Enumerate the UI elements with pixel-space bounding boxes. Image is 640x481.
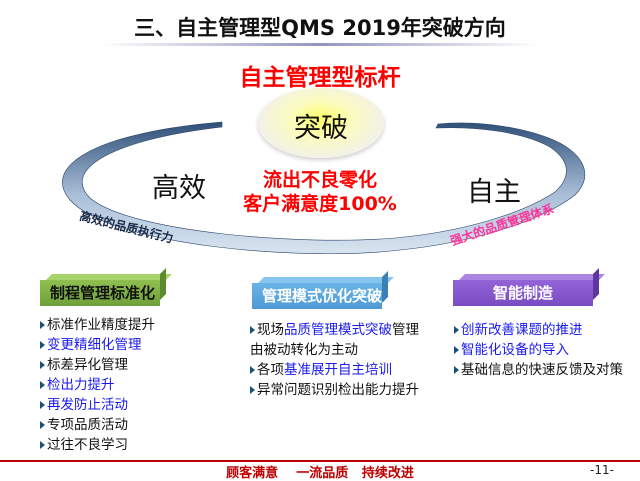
list-item: 基础信息的快速反馈及对策 bbox=[454, 360, 624, 380]
ring-left-arc bbox=[62, 121, 586, 255]
column-header-smart-manufacturing: 智能制造 bbox=[453, 280, 593, 306]
bullet-triangle-icon bbox=[40, 321, 45, 329]
breakthrough-label: 突破 bbox=[294, 113, 348, 144]
column-header-process-standardization: 制程管理标准化 bbox=[40, 280, 160, 306]
bullet-triangle-icon bbox=[40, 361, 45, 369]
list-item: 创新改善课题的推进 bbox=[454, 320, 624, 340]
list-item: 各项基准展开自主培训 bbox=[250, 360, 430, 380]
management-mode-list: 现场品质管理模式突破管理由被动转化为主动 各项基准展开自主培训 异常问题识别检出… bbox=[250, 320, 430, 400]
list-item: 异常问题识别检出能力提升 bbox=[250, 380, 430, 400]
list-item: 标准作业精度提升 bbox=[40, 315, 220, 335]
list-item: 检出力提升 bbox=[40, 375, 220, 395]
bullet-triangle-icon bbox=[40, 341, 45, 349]
bullet-triangle-icon bbox=[454, 346, 459, 354]
footer-divider bbox=[0, 460, 640, 462]
list-item: 专项品质活动 bbox=[40, 415, 220, 435]
goal-zero-defect: 流出不良零化 bbox=[262, 169, 377, 191]
bullet-triangle-icon bbox=[250, 386, 255, 394]
list-item: 标差异化管理 bbox=[40, 355, 220, 375]
bullet-triangle-icon bbox=[40, 421, 45, 429]
title-underline bbox=[100, 43, 540, 46]
list-item: 过往不良学习 bbox=[40, 435, 220, 455]
smart-manufacturing-list: 创新改善课题的推进 智能化设备的导入 基础信息的快速反馈及对策 bbox=[454, 320, 624, 380]
list-item: 再发防止活动 bbox=[40, 395, 220, 415]
process-standardization-list: 标准作业精度提升 变更精细化管理 标差异化管理 检出力提升 再发防止活动 专项品… bbox=[40, 315, 220, 455]
bullet-triangle-icon bbox=[250, 326, 255, 334]
subtitle: 自主管理型标杆 bbox=[239, 65, 401, 91]
bullet-triangle-icon bbox=[40, 441, 45, 449]
bullet-triangle-icon bbox=[454, 326, 459, 334]
bullet-triangle-icon bbox=[40, 381, 45, 389]
efficiency-label: 高效 bbox=[152, 173, 206, 204]
bullet-triangle-icon bbox=[250, 366, 255, 374]
goal-customer-satisfaction: 客户满意度100% bbox=[243, 193, 397, 215]
bullet-triangle-icon bbox=[454, 366, 459, 374]
list-item: 智能化设备的导入 bbox=[454, 340, 624, 360]
slide-title: 三、自主管理型QMS 2019年突破方向 bbox=[134, 16, 506, 40]
footer-slogan: 顾客满意 一流品质 持续改进 bbox=[226, 466, 414, 481]
list-item: 现场品质管理模式突破管理由被动转化为主动 bbox=[250, 322, 419, 358]
breakthrough-ellipse bbox=[258, 88, 384, 158]
bullet-triangle-icon bbox=[40, 401, 45, 409]
list-item: 变更精细化管理 bbox=[40, 335, 220, 355]
page-number: -11- bbox=[590, 463, 614, 477]
autonomy-label: 自主 bbox=[467, 177, 521, 208]
column-header-management-mode: 管理模式优化突破 bbox=[252, 283, 382, 309]
